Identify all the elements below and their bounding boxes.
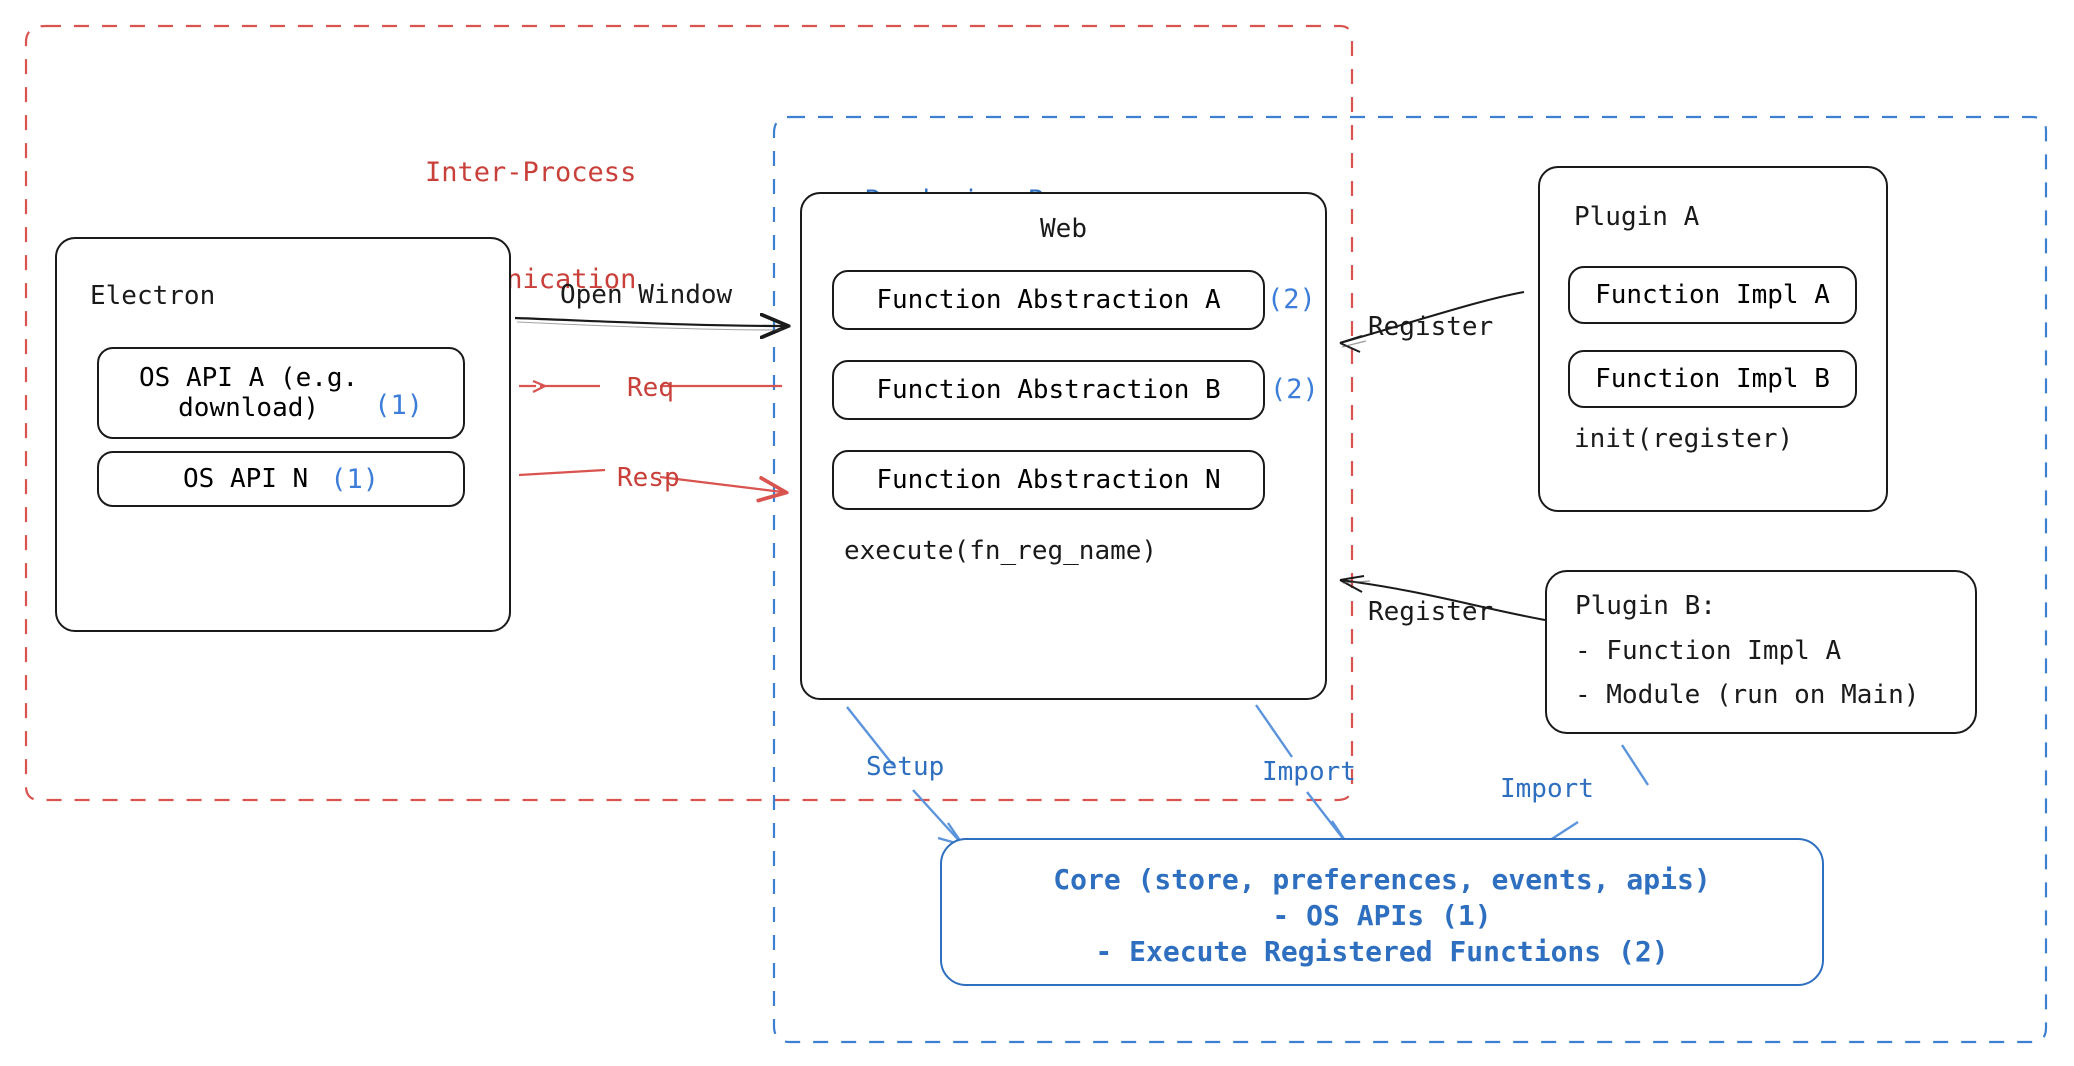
marker-os-api-n: (1) — [330, 463, 379, 495]
node-function-abstraction-b-label: Function Abstraction B — [876, 375, 1221, 405]
node-function-abstraction-n[interactable]: Function Abstraction N — [832, 450, 1265, 510]
node-web-footer: execute(fn_reg_name) — [844, 536, 1158, 566]
group-label-ipc-line1: Inter-Process — [425, 157, 637, 189]
node-plugin-a-title: Plugin A — [1574, 202, 1700, 232]
edge-label-import-web: Import — [1262, 757, 1356, 787]
node-web[interactable]: Web Function Abstraction A (2) Function … — [800, 192, 1327, 700]
node-function-impl-b-label: Function Impl B — [1595, 364, 1830, 394]
node-plugin-b[interactable]: Plugin B: - Function Impl A - Module (ru… — [1545, 570, 1977, 734]
edge-label-register-b: Register — [1368, 597, 1494, 627]
node-function-impl-a-label: Function Impl A — [1595, 280, 1830, 310]
edge-label-req: Req — [627, 373, 674, 403]
node-electron[interactable]: Electron OS API A (e.g. download) (1) OS… — [55, 237, 511, 632]
edge-label-import-plugin: Import — [1500, 774, 1594, 804]
node-os-api-a-line2: download) — [178, 393, 320, 423]
edge-label-setup: Setup — [866, 752, 945, 782]
edge-label-open-window: Open Window — [560, 280, 733, 310]
node-function-abstraction-a-label: Function Abstraction A — [876, 285, 1221, 315]
node-electron-title: Electron — [90, 281, 216, 311]
node-os-api-n[interactable]: OS API N (1) — [97, 451, 465, 507]
node-core-line-1: Core (store, preferences, events, apis) — [1053, 863, 1711, 896]
node-function-abstraction-a[interactable]: Function Abstraction A — [832, 270, 1265, 330]
node-plugin-b-line-1: - Function Impl A — [1575, 636, 1842, 666]
node-web-title: Web — [1040, 214, 1087, 244]
node-core[interactable]: Core (store, preferences, events, apis) … — [940, 838, 1824, 986]
edge-label-resp: Resp — [617, 463, 680, 493]
marker-function-abstraction-a: (2) — [1267, 284, 1316, 315]
node-plugin-b-line-2: - Module (run on Main) — [1575, 680, 1920, 710]
marker-function-abstraction-b: (2) — [1270, 374, 1319, 405]
node-function-impl-a[interactable]: Function Impl A — [1568, 266, 1857, 324]
node-function-impl-b[interactable]: Function Impl B — [1568, 350, 1857, 408]
node-core-line-3: - Execute Registered Functions (2) — [1095, 935, 1669, 968]
node-plugin-a-footer: init(register) — [1574, 424, 1794, 454]
node-plugin-a[interactable]: Plugin A Function Impl A Function Impl B… — [1538, 166, 1888, 512]
marker-os-api-a: (1) — [374, 390, 423, 421]
node-os-api-a[interactable]: OS API A (e.g. download) (1) — [97, 347, 465, 439]
node-function-abstraction-b[interactable]: Function Abstraction B — [832, 360, 1265, 420]
node-os-api-n-label: OS API N — [182, 464, 309, 494]
node-plugin-b-title: Plugin B: — [1575, 591, 1716, 621]
node-os-api-a-line1: OS API A (e.g. — [139, 363, 359, 393]
node-core-line-2: - OS APIs (1) — [1272, 899, 1492, 932]
edge-label-register-a: Register — [1368, 312, 1494, 342]
node-function-abstraction-n-label: Function Abstraction N — [876, 465, 1221, 495]
